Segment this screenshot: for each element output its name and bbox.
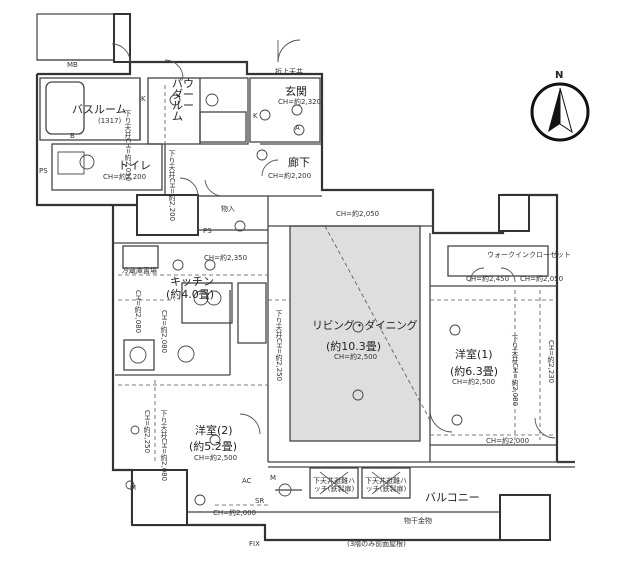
toilet-ch: CH=約2,200 xyxy=(103,173,147,181)
ch-2000-right: CH=約2,000 xyxy=(486,437,530,445)
kitchen-ch: CH=約2,350 xyxy=(204,254,248,262)
hatch-marks xyxy=(319,471,401,495)
vert-w1-ceiling: 下り天井CH=約2,080 xyxy=(511,335,519,407)
western1-label: 洋室(1) xyxy=(455,348,493,361)
entrance-label: 玄関 xyxy=(285,85,307,98)
ch-2000-bottom: CH=約2,000 xyxy=(213,509,257,517)
living-size: (約10.3畳) xyxy=(326,340,382,353)
bathroom-label: バスルーム xyxy=(72,103,127,116)
hatch2-label: 下天井避難ハッチ(鉄製扉) xyxy=(365,477,407,493)
fixtures xyxy=(57,93,463,506)
corridor-label: 廊下 xyxy=(288,156,310,169)
fold-ceiling-label: 折上天井 xyxy=(275,68,303,76)
kitchen-label: キッチン xyxy=(170,275,214,288)
vert-w2-ch1: CH=約2,250 xyxy=(143,410,151,454)
a-marker: A xyxy=(295,124,300,132)
m-marker-left: M xyxy=(130,484,137,492)
compass xyxy=(530,82,590,142)
compass-north-label: N xyxy=(555,70,564,81)
vert-toilet-ceiling: 下り天井CH=約2,200 xyxy=(168,150,176,222)
entrance-ch: CH=約2,320 xyxy=(278,98,322,106)
corridor-ch: CH=約2,200 xyxy=(268,172,312,180)
column-top xyxy=(113,13,131,63)
toilet-label: トイレ xyxy=(118,159,151,172)
footnote: (3階のみ前面屋根) xyxy=(347,540,406,548)
fix-label: FIX xyxy=(249,540,260,548)
western2-ch: CH=約2,500 xyxy=(194,454,238,462)
powder-room-label: パウダールーム xyxy=(172,77,194,123)
kitchen-size: (約4.0畳) xyxy=(166,288,215,301)
vert-kitchen-ch2: CH=約2,080 xyxy=(160,310,168,354)
ps-upper-label: PS xyxy=(39,167,48,175)
k-marker-2: K xyxy=(253,112,258,120)
column-mid-right xyxy=(498,194,530,232)
bathroom-size: (1317) xyxy=(98,117,122,125)
sr-marker: SR xyxy=(255,497,265,505)
k-marker-1: K xyxy=(141,95,146,103)
vert-w2-ch2: 下り天井CH=約2,080 xyxy=(160,410,168,482)
balcony-label: バルコニー xyxy=(425,491,480,504)
western2-label: 洋室(2) xyxy=(195,424,233,437)
western2-size: (約5.2畳) xyxy=(189,440,238,453)
vert-w1-ch: CH=約2,230 xyxy=(547,340,555,384)
vert-living-ceiling: 下り天井CH=約2,250 xyxy=(275,310,283,382)
ps-lower-label: PS xyxy=(203,227,212,235)
walkin-ch2: CH=約2,050 xyxy=(520,275,564,283)
storage-label: 物入 xyxy=(221,205,235,213)
vert-kitchen-ch1: CH=約2,080 xyxy=(134,290,142,334)
ceiling-lines xyxy=(118,85,557,506)
outdoor-unit-label: 物干金物 xyxy=(404,517,432,525)
living-ch: CH=約2,500 xyxy=(334,353,378,361)
mb-label: MB xyxy=(67,61,78,69)
column-bottom-left xyxy=(131,469,188,526)
walkin-ch1: CH=約2,450 xyxy=(466,275,510,283)
western1-size: (約6.3畳) xyxy=(450,365,499,378)
m-marker-right: M xyxy=(270,474,277,482)
hatch1-label: 下天井避難ハッチ(鉄製扉) xyxy=(313,477,355,493)
ac-marker: AC xyxy=(242,477,252,485)
mb-box xyxy=(36,13,115,61)
b-marker: B xyxy=(70,132,75,140)
door-swings xyxy=(111,39,556,439)
ch-2050-top: CH=約2,050 xyxy=(336,210,380,218)
walkin-label: ウォークインクローゼット xyxy=(487,251,571,259)
vert-bath-ceiling: 下り天井CH=約2,050 xyxy=(124,110,132,182)
western1-ch: CH=約2,500 xyxy=(452,378,496,386)
column-bottom-right xyxy=(499,494,551,541)
inner-walls xyxy=(39,77,575,513)
pantry-label: 冷蔵庫置場 xyxy=(122,267,157,275)
living-label: リビング・ダイニング xyxy=(312,319,418,332)
